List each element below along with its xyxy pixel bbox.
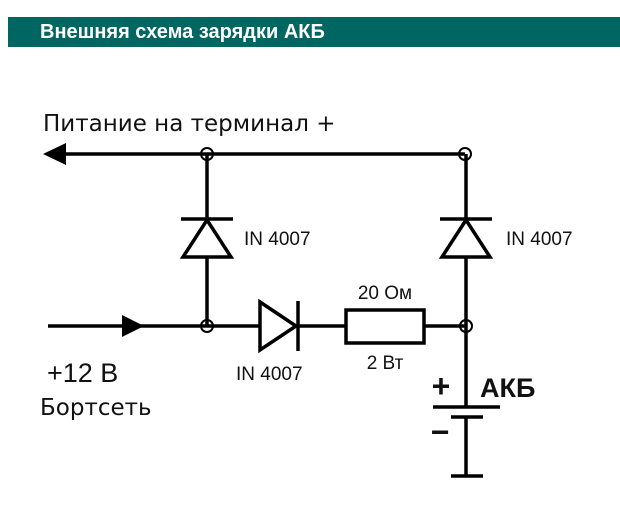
page-title: Внешняя схема зарядки АКБ xyxy=(40,21,325,43)
output-arrow-icon xyxy=(43,143,66,165)
battery-symbol xyxy=(433,405,500,478)
input-voltage-label: +12 В xyxy=(47,358,118,388)
input-arrow-icon xyxy=(122,315,144,337)
diode-horizontal xyxy=(258,298,300,354)
battery-minus-sign: − xyxy=(431,414,450,450)
junction-node-top-left xyxy=(200,147,214,161)
input-source-label: Бортсеть xyxy=(40,395,152,421)
resistor xyxy=(344,308,426,345)
battery-label: АКБ xyxy=(480,373,535,403)
header-bar: Внешняя схема зарядки АКБ xyxy=(8,17,620,47)
resistor-power-label: 2 Вт xyxy=(367,353,404,374)
junction-node-battery xyxy=(459,319,473,333)
diode-left-vertical xyxy=(179,216,235,259)
diode-left-label: IN 4007 xyxy=(244,229,311,250)
battery-plus-sign: + xyxy=(432,368,451,404)
junction-node-input xyxy=(200,319,214,333)
junction-node-top-right xyxy=(458,147,472,161)
diode-right-label: IN 4007 xyxy=(506,229,573,250)
resistor-value-label: 20 Ом xyxy=(358,283,412,304)
output-label: Питание на терминал + xyxy=(43,111,336,137)
diode-right-vertical xyxy=(438,216,494,259)
diode-horizontal-label: IN 4007 xyxy=(236,364,303,385)
